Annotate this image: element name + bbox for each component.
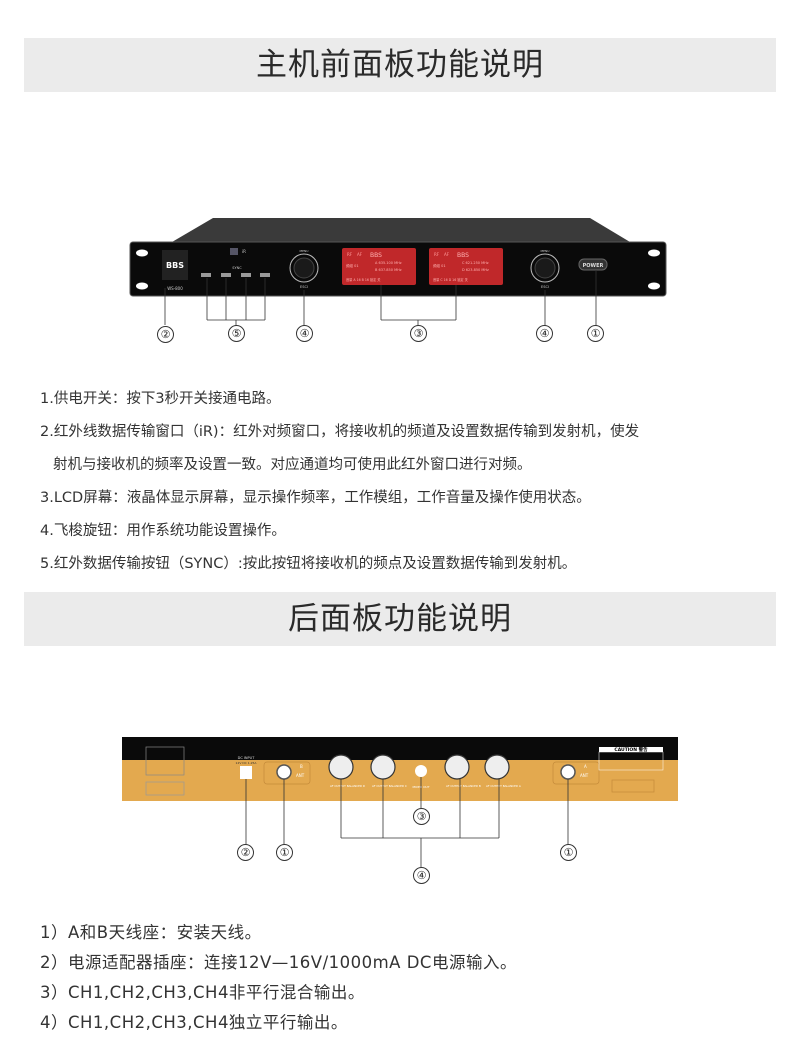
callout-4: ④: [413, 867, 430, 884]
dc-input-label: DC INPUT: [238, 756, 256, 760]
callout-1: ①: [276, 844, 293, 861]
list-item: 射机与接收机的频率及设置一致。对应通道均可使用此红外窗口进行对频。: [53, 457, 532, 473]
svg-text:ANT: ANT: [580, 773, 589, 778]
svg-text:AF: AF: [444, 252, 450, 257]
rack-hole: [136, 282, 148, 290]
sync-button-a: [201, 273, 211, 277]
sync-button-b: [221, 273, 231, 277]
callout-2: ②: [157, 326, 174, 343]
ir-window: [230, 248, 238, 255]
svg-text:B 637.850 MHz: B 637.850 MHz: [375, 268, 402, 272]
list-item: 3）CH1,CH2,CH3,CH4非平行混合输出。: [40, 983, 365, 1002]
callout-3: ③: [413, 808, 430, 825]
svg-text:音量 C 16 D 16 锁定 关: 音量 C 16 D 16 锁定 关: [433, 277, 469, 282]
section-title-rear-panel: 后面板功能说明: [24, 592, 776, 646]
jog-knob-left: [293, 257, 315, 279]
sync-button-d: [260, 273, 270, 277]
svg-text:ANT: ANT: [296, 773, 305, 778]
rear-panel-diagram: DC INPUT 12V DC 1.25A B ANT MIXED OUT AF…: [122, 737, 678, 867]
svg-text:A 635.100 MHz: A 635.100 MHz: [375, 261, 402, 265]
callout-2: ②: [237, 844, 254, 861]
list-item: 3.LCD屏幕：液晶体显示屏幕，显示操作频率，工作模组，工作音量及操作使用状态。: [40, 490, 591, 506]
front-panel-diagram: BBS WS-800 iR SYNC MENU ESCI MENU ESCI R…: [129, 218, 667, 326]
lcd-left: RF AF BBS 频组 01 A 635.100 MHz B 637.850 …: [342, 248, 416, 285]
callout-5: ⑤: [228, 325, 245, 342]
chassis-top: [172, 218, 630, 242]
list-item: 2）电源适配器插座：连接12V—16V/1000mA DC电源输入。: [40, 953, 517, 972]
knob-esc-label: ESCI: [541, 285, 549, 289]
callout-4: ④: [296, 325, 313, 342]
svg-text:A: A: [584, 764, 587, 769]
power-label: POWER: [583, 263, 604, 269]
knob-menu-label: MENU: [541, 249, 550, 253]
dc-jack: [240, 766, 252, 779]
xlr-connectors: [328, 754, 510, 780]
svg-text:B: B: [300, 764, 303, 769]
rack-hole: [136, 249, 148, 257]
antenna-b-socket: [276, 764, 292, 780]
rear-panel-bottom: [122, 760, 678, 801]
jog-knob-left-ring: [289, 253, 319, 283]
rear-panel-top: [122, 737, 678, 760]
list-item: 5.红外数据传输按钮（SYNC）:按此按钮将接收机的频点及设置数据传输到发射机。: [40, 556, 577, 572]
list-item: 1.供电开关：按下3秒开关接通电路。: [40, 391, 281, 407]
callout-4: ④: [536, 325, 553, 342]
front-panel-description-list: 1.供电开关：按下3秒开关接通电路。 2.红外线数据传输窗口（iR)：红外对频窗…: [40, 383, 639, 581]
section-title-front-panel: 主机前面板功能说明: [24, 38, 776, 92]
knob-menu-label: MENU: [300, 249, 309, 253]
list-item: 4）CH1,CH2,CH3,CH4独立平行输出。: [40, 1013, 348, 1032]
callout-lines: [245, 777, 569, 867]
mixed-out-jack: [415, 765, 427, 777]
rack-hole: [648, 249, 660, 257]
list-item: 2.红外线数据传输窗口（iR)：红外对频窗口，将接收机的频道及设置数据传输到发射…: [40, 424, 640, 440]
svg-text:AF: AF: [357, 252, 363, 257]
svg-text:RF: RF: [434, 252, 440, 257]
list-item: 1）A和B天线座：安装天线。: [40, 923, 262, 942]
jog-knob-right: [534, 257, 556, 279]
svg-text:BBS: BBS: [370, 252, 382, 259]
sync-label: SYNC: [232, 266, 242, 270]
sync-buttons: [201, 273, 270, 277]
svg-text:频组 01: 频组 01: [433, 263, 446, 268]
callout-lines: [164, 270, 597, 326]
svg-text:音量 A 16 B 16 锁定 关: 音量 A 16 B 16 锁定 关: [346, 277, 381, 282]
svg-text:AF OUTPUT BALANCED A: AF OUTPUT BALANCED A: [486, 784, 521, 788]
list-item: 4.飞梭旋钮：用作系统功能设置操作。: [40, 523, 286, 539]
ir-label: iR: [242, 249, 246, 254]
callout-3: ③: [410, 325, 427, 342]
jog-knob-right-ring: [530, 253, 560, 283]
dc-spec-label: 12V DC 1.25A: [236, 761, 258, 765]
svg-text:AF OUTPUT BALANCED B: AF OUTPUT BALANCED B: [446, 784, 481, 788]
power-button: [578, 258, 608, 271]
callout-1: ①: [560, 844, 577, 861]
antenna-a-socket: [560, 764, 576, 780]
sync-button-c: [241, 273, 251, 277]
rack-hole: [648, 282, 660, 290]
knob-esc-label: ESCI: [300, 285, 308, 289]
svg-text:BBS: BBS: [457, 252, 469, 259]
caution-label: [599, 747, 663, 752]
logo-block: [162, 250, 188, 280]
svg-text:RF: RF: [347, 252, 353, 257]
svg-text:AF OUTPUT BALANCED C: AF OUTPUT BALANCED C: [372, 784, 407, 788]
svg-text:C 621.250 MHz: C 621.250 MHz: [462, 261, 489, 265]
rear-panel-description-list: 1）A和B天线座：安装天线。 2）电源适配器插座：连接12V—16V/1000m…: [40, 918, 517, 1038]
lcd-right: RF AF BBS 频组 01 C 621.250 MHz D 623.850 …: [429, 248, 503, 285]
model-label: WS-800: [167, 286, 183, 291]
svg-text:AF OUTPUT BALANCED D: AF OUTPUT BALANCED D: [330, 784, 365, 788]
logo-text: BBS: [166, 261, 184, 270]
svg-text:频组 01: 频组 01: [346, 263, 359, 268]
svg-text:D 623.850 MHz: D 623.850 MHz: [462, 268, 489, 272]
svg-text:CAUTION 警告: CAUTION 警告: [614, 746, 648, 753]
callout-1: ①: [587, 325, 604, 342]
